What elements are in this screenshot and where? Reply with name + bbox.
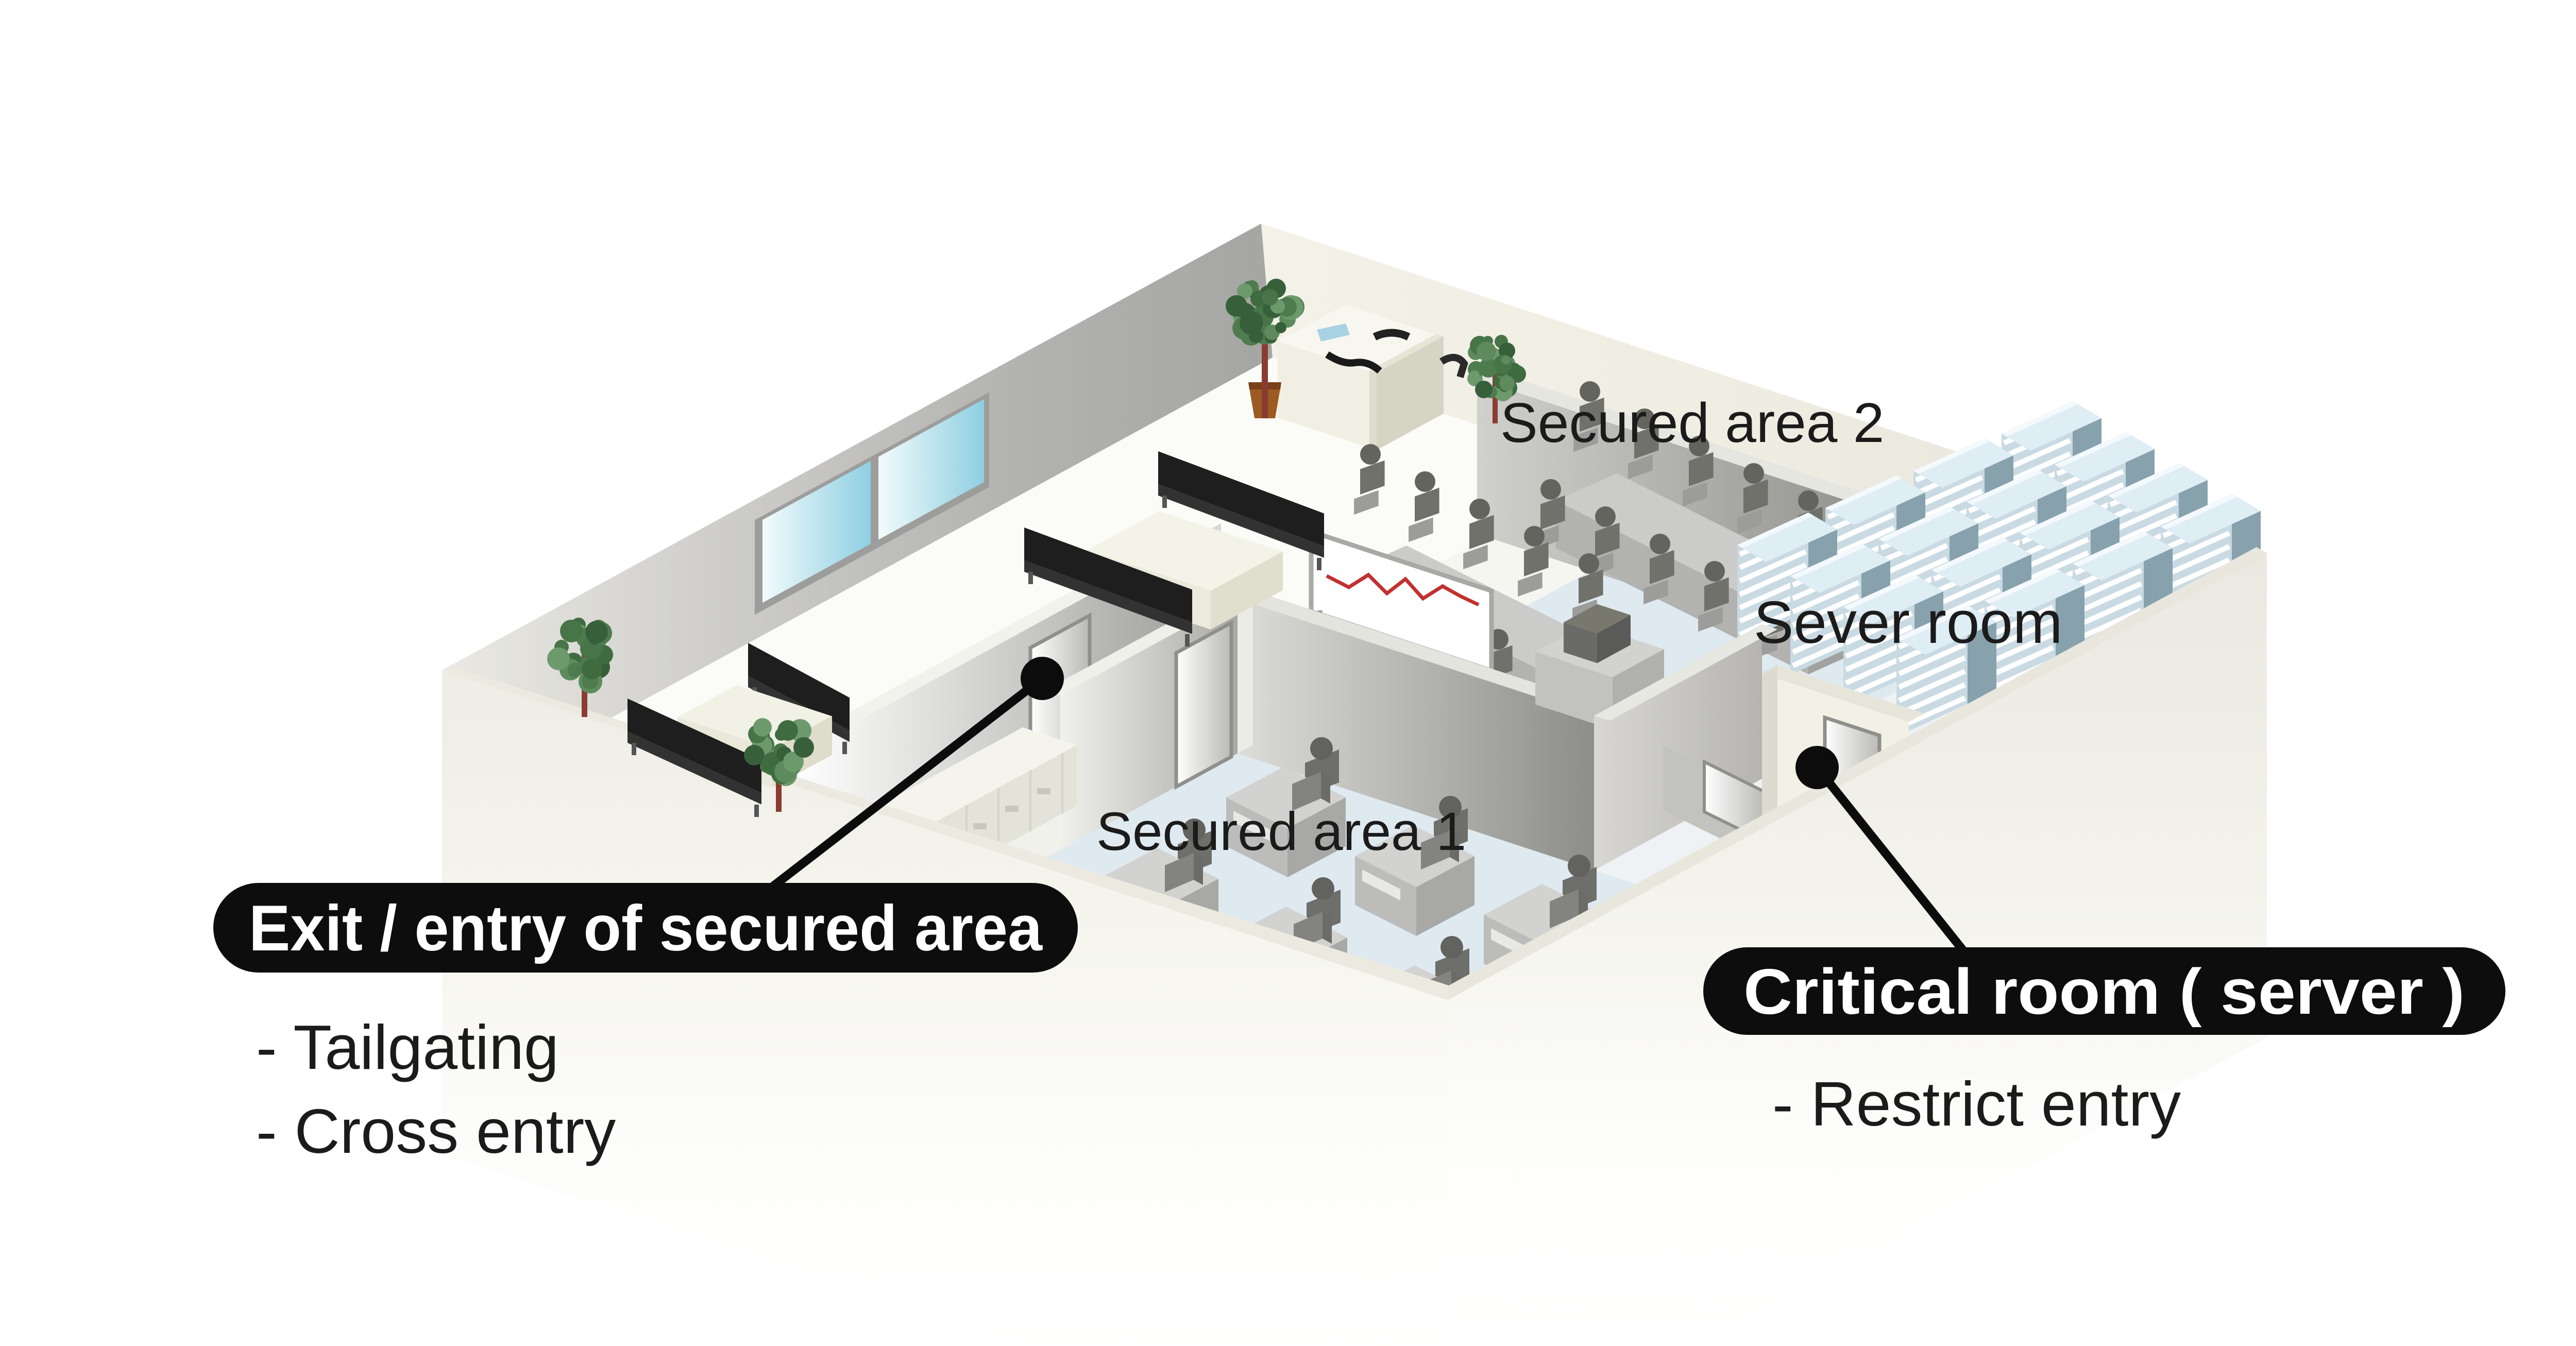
- svg-text:Critical room ( server ): Critical room ( server ): [1743, 956, 2465, 1028]
- svg-text:Sever room: Sever room: [1754, 589, 2063, 656]
- svg-text:Secured area 1: Secured area 1: [1096, 802, 1466, 862]
- svg-text:- Tailgating: - Tailgating: [256, 1012, 559, 1082]
- svg-text:Secured area 2: Secured area 2: [1500, 391, 1884, 454]
- svg-text:Exit / entry of secured area: Exit / entry of secured area: [249, 893, 1043, 964]
- svg-text:- Restrict entry: - Restrict entry: [1772, 1069, 2181, 1139]
- svg-text:- Cross entry: - Cross entry: [256, 1096, 616, 1166]
